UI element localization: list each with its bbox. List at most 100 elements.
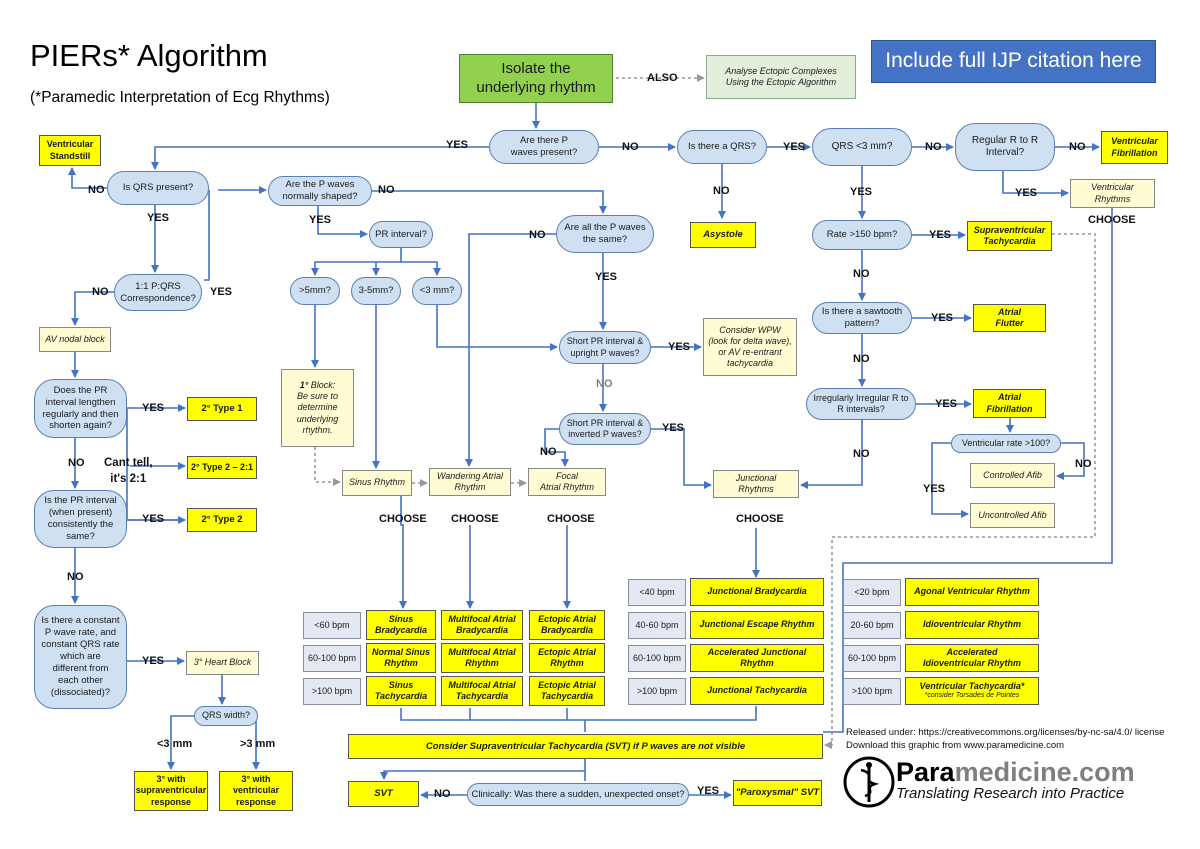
connector-arrow [314,447,341,486]
outcome-supraventricular-tachycardia: Supraventricular Tachycardia [967,221,1052,251]
connector-arrow [823,208,1113,733]
connector-arrow [651,428,712,489]
connector-arrow [544,428,569,467]
edge-label-no: NO [853,353,870,365]
connector-arrow [317,206,368,238]
connector-arrow [151,146,489,170]
uncontrolled-afib-box: Uncontrolled Afib [970,503,1055,528]
citation-banner: Include full IJP citation here [871,40,1156,83]
download-text: Download this graphic from www.paramedic… [846,740,1065,751]
ectopic-atrial-rate-outcome: Ectopic Atrial Tachycardia [529,676,605,706]
atrial-rate-cell: <60 bpm [303,612,361,639]
q-pr-gt5mm: >5mm? [290,277,340,305]
paramedicine-logo [843,756,895,808]
focal-atrial-box: Focal Atrial Rhythm [528,468,606,496]
ectopic-atrial-rate-outcome: Ectopic Atrial Rhythm [529,643,605,673]
ventricular-rate-cell: 20-60 bpm [843,612,901,639]
first-degree-text: 1° Block: Be sure to determine underlyin… [296,379,339,435]
first-degree-block-box: 1° Block: Be sure to determine underlyin… [281,369,354,447]
q-regular-rr: Regular R to R Interval? [955,123,1055,171]
edge-label-yes: YES [783,141,806,153]
q-irregularly-irregular: Irregularly Irregular R to R intervals? [806,388,916,420]
junctional-rate-cell: >100 bpm [628,678,686,705]
q-qrs-lt3mm: QRS <3 mm? [812,128,912,166]
junctional-rate-cell: <40 bpm [628,579,686,606]
multifocal-rate-outcome: Multifocal Atrial Tachycardia [441,676,523,706]
junctional-rate-outcome: Junctional Bradycardia [690,578,824,606]
connector-arrow [1056,442,1085,480]
edge-label-yes: YES [147,212,170,224]
q-sudden-onset: Clinically: Was there a sudden, unexpect… [467,783,689,806]
junctional-rate-outcome: Junctional Escape Rhythm [690,611,824,639]
connector-arrow [800,420,863,489]
brand-tagline: Translating Research into Practice [896,785,1125,802]
controlled-afib-box: Controlled Afib [970,463,1055,488]
edge-label-yes: YES [309,214,332,226]
sinus-rhythm-box: Sinus Rhythm [342,470,412,496]
third-degree-block-box: 3° Heart Block [186,651,259,675]
q-is-there-qrs: Is there a QRS? [677,130,767,164]
license-text: Released under: https://creativecommons.… [846,727,1165,738]
edge-label-no: NO [713,185,730,197]
caduceus-icon [843,756,895,808]
isolate-rhythm-box: Isolate the underlying rhythm [459,54,613,103]
sinus-rate-outcome: Sinus Tachycardia [366,676,436,706]
connector-arrow [1002,171,1069,197]
connector-arrow [380,759,586,780]
brand-para: Para [896,757,955,787]
connector-arrow [824,233,1096,749]
q-rate-150: Rate >150 bpm? [812,220,912,250]
q-pqrs-correspondence: 1:1 P:QRS Correspondence? [114,274,202,311]
outcome-2nd-type2: 2° Type 2 [187,508,257,532]
connector-arrow [68,167,107,189]
connector-arrow [372,190,607,214]
connector-arrow [204,190,210,281]
connector-arrow [400,708,586,732]
q-pr-3-5mm: 3-5mm? [351,277,401,305]
outcome-atrial-fibrillation: Atrial Fibrillation [973,389,1046,418]
connector-arrow [436,305,558,351]
ventricular-rate-cell: >100 bpm [843,678,901,705]
edge-label-yes: YES [142,513,165,525]
edge-label-choose: CHOOSE [1088,214,1136,226]
subtitle-text: (*Paramedic Interpretation of Ecg Rhythm… [30,89,330,106]
outcome-2nd-type2-21: 2° Type 2 – 2:1 [187,456,257,479]
q-all-p-same: Are all the P waves the same? [556,215,654,253]
outcome-3rd-supraventricular: 3° with supraventricular response [134,771,208,811]
page-subtitle: (*Paramedic Interpretation of Ecg Rhythm… [30,89,330,107]
connector-arrow [465,233,556,467]
atrial-rate-cell: 60-100 bpm [303,645,361,672]
outcome-svt: SVT [348,781,419,807]
edge-label-no: NO [1075,458,1092,470]
brand-name: Paramedicine.com [896,757,1135,788]
outcome-paroxysmal-svt: "Paroxysmal" SVT [733,780,822,806]
connector-arrow [585,706,757,721]
edge-label-no: NO [540,446,557,458]
multifocal-rate-outcome: Multifocal Atrial Rhythm [441,643,523,673]
q-pr-lengthen: Does the PR interval lengthen regularly … [34,379,127,438]
edge-label-no: NO [853,448,870,460]
outcome-2nd-type1: 2° Type 1 [187,397,257,421]
edge-label-gt3mm: >3 mm [240,738,276,750]
edge-label-choose: CHOOSE [736,513,784,525]
also-label: ALSO [647,72,678,84]
edge-label-yes: YES [929,229,952,241]
atrial-rate-cell: >100 bpm [303,678,361,705]
connector-arrow [401,261,441,276]
q-p-waves-present: Are there P waves present? [489,130,599,164]
q-short-pr-upright: Short PR interval & upright P waves? [559,331,651,364]
connector-arrow [311,248,402,276]
wandering-atrial-box: Wandering Atrial Rhythm [429,468,511,496]
ventricular-rate-outcome: Ventricular Tachycardia**consider Torsad… [905,677,1039,705]
edge-label-yes: YES [935,398,958,410]
edge-label-yes: YES [142,402,165,414]
q-qrs-width: QRS width? [194,706,258,726]
edge-label-no: NO [92,286,109,298]
edge-label-yes: YES [446,139,469,151]
edge-label-no: NO [68,457,85,469]
edge-label-choose: CHOOSE [379,513,427,525]
junctional-rate-outcome: Accelerated Junctional Rhythm [690,644,824,672]
torsades-note: *consider Torsades de Pointes [924,692,1020,700]
q-pr-lt3mm: <3 mm? [412,277,462,305]
junctional-rhythms-box: Junctional Rhythms [713,470,799,498]
